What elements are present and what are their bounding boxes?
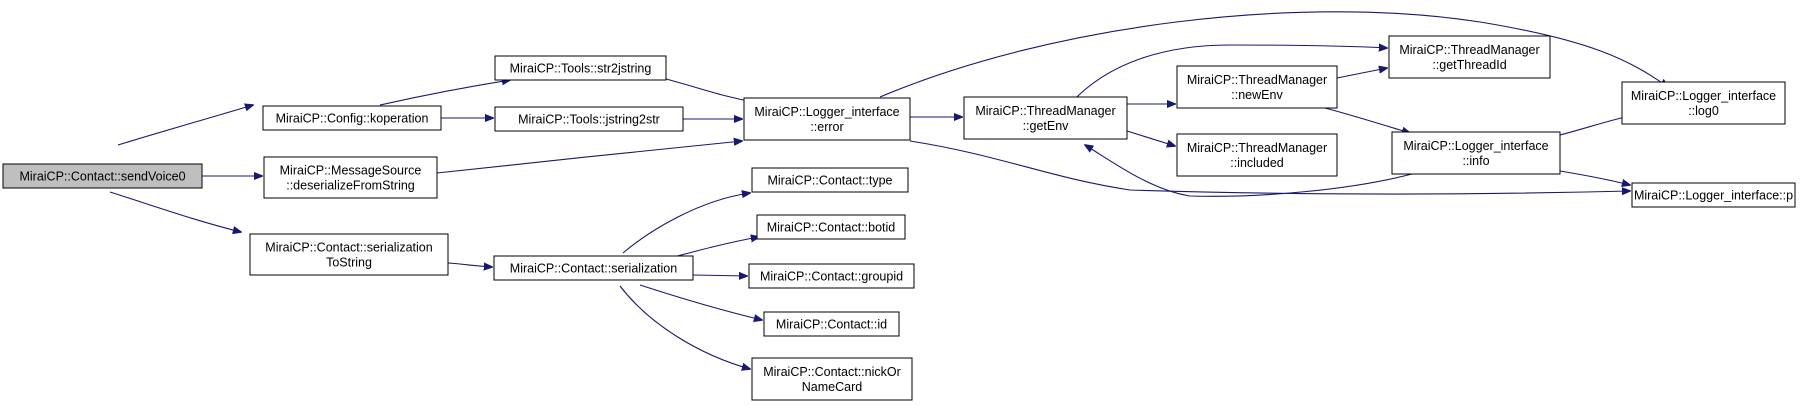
node-box bbox=[1621, 81, 1786, 125]
node-koperation[interactable]: MiraiCP::Config::koperation bbox=[262, 105, 442, 131]
edge-info-p bbox=[1559, 170, 1630, 185]
node-box bbox=[1176, 65, 1338, 109]
node-label-line: MiraiCP::Config::koperation bbox=[276, 112, 429, 126]
node-label-line: ::getThreadId bbox=[1432, 58, 1506, 72]
node-box bbox=[263, 156, 438, 199]
node-label-line: MiraiCP::Logger_interface::p bbox=[1634, 189, 1793, 203]
node-label-line: MiraiCP::Contact::type bbox=[767, 174, 892, 188]
node-label-line: NameCard bbox=[802, 380, 862, 394]
node-newenv[interactable]: MiraiCP::ThreadManager::newEnv bbox=[1176, 65, 1338, 109]
node-box bbox=[743, 97, 911, 141]
node-label-line: MiraiCP::ThreadManager bbox=[1399, 43, 1539, 57]
node-box bbox=[494, 106, 684, 132]
edge-sendvoice0-koperation bbox=[117, 105, 253, 146]
edge-getenv-getthreadid bbox=[1069, 45, 1387, 105]
node-label-line: MiraiCP::ThreadManager bbox=[1187, 73, 1327, 87]
node-label-line: ::included bbox=[1230, 156, 1284, 170]
node-label-line: ::log0 bbox=[1688, 104, 1719, 118]
node-included[interactable]: MiraiCP::ThreadManager::included bbox=[1176, 133, 1338, 177]
node-box bbox=[1176, 133, 1338, 177]
node-deserializefromstring[interactable]: MiraiCP::MessageSource::deserializeFromS… bbox=[263, 156, 438, 199]
node-box bbox=[2, 163, 203, 189]
node-label-line: MiraiCP::ThreadManager bbox=[1187, 141, 1327, 155]
edge-deserializefromstring-error bbox=[436, 141, 742, 174]
node-box bbox=[262, 105, 442, 131]
node-info[interactable]: MiraiCP::Logger_interface::info bbox=[1391, 131, 1561, 175]
node-box bbox=[756, 214, 906, 240]
node-box bbox=[1631, 182, 1796, 208]
edge-getenv-included bbox=[1126, 130, 1175, 146]
node-box bbox=[493, 255, 694, 281]
node-label-line: ::newEnv bbox=[1231, 88, 1283, 102]
node-box bbox=[963, 96, 1128, 140]
node-box bbox=[751, 357, 913, 401]
node-label-line: ::deserializeFromString bbox=[286, 179, 415, 193]
edge-error-p bbox=[909, 140, 1630, 194]
node-botid[interactable]: MiraiCP::Contact::botid bbox=[756, 214, 906, 240]
edge-koperation-str2jstring bbox=[379, 80, 510, 106]
edge-sendvoice0-serializationtostring bbox=[109, 191, 241, 232]
edge-serialization-botid bbox=[669, 237, 759, 259]
edge-serialization-id bbox=[639, 284, 762, 320]
nodes: MiraiCP::Contact::sendVoice0 MiraiCP::Co… bbox=[2, 35, 1796, 401]
edge-serialization-type bbox=[622, 193, 750, 254]
edge-info-getenv bbox=[1085, 145, 1413, 197]
node-box bbox=[1391, 131, 1561, 175]
node-label-line: MiraiCP::Contact::botid bbox=[767, 221, 896, 235]
node-label-line: MiraiCP::Logger_interface bbox=[1403, 139, 1548, 153]
edge-newenv-info bbox=[1324, 107, 1410, 133]
node-label-line: MiraiCP::MessageSource bbox=[280, 164, 422, 178]
edge-error-log0 bbox=[879, 11, 1668, 98]
node-label-line: MiraiCP::Tools::str2jstring bbox=[510, 62, 652, 76]
node-box bbox=[249, 233, 449, 276]
node-getthreadid[interactable]: MiraiCP::ThreadManager::getThreadId bbox=[1388, 35, 1551, 79]
node-sendvoice0[interactable]: MiraiCP::Contact::sendVoice0 bbox=[2, 163, 203, 189]
node-label-line: ::getEnv bbox=[1023, 119, 1070, 133]
edge-serialization-groupid bbox=[692, 275, 747, 276]
node-error[interactable]: MiraiCP::Logger_interface::error bbox=[743, 97, 911, 141]
node-label-line: MiraiCP::Logger_interface bbox=[754, 105, 899, 119]
node-label-line: MiraiCP::Contact::serialization bbox=[510, 262, 677, 276]
edges bbox=[109, 11, 1668, 369]
node-p[interactable]: MiraiCP::Logger_interface::p bbox=[1631, 182, 1796, 208]
edge-serialization-nickornamecard bbox=[619, 285, 750, 369]
node-box bbox=[748, 263, 915, 289]
node-box bbox=[1388, 35, 1551, 79]
edge-serializationtostring-serialization bbox=[447, 263, 492, 267]
node-log0[interactable]: MiraiCP::Logger_interface::log0 bbox=[1621, 81, 1786, 125]
node-label-line: MiraiCP::Contact::serialization bbox=[265, 241, 432, 255]
node-label-line: MiraiCP::Logger_interface bbox=[1631, 89, 1776, 103]
node-box bbox=[494, 55, 667, 81]
node-label-line: MiraiCP::Contact::sendVoice0 bbox=[19, 170, 185, 184]
node-jstring2str[interactable]: MiraiCP::Tools::jstring2str bbox=[494, 106, 684, 132]
node-str2jstring[interactable]: MiraiCP::Tools::str2jstring bbox=[494, 55, 667, 81]
node-getenv[interactable]: MiraiCP::ThreadManager::getEnv bbox=[963, 96, 1128, 140]
node-label-line: MiraiCP::Contact::nickOr bbox=[763, 365, 901, 379]
node-serialization[interactable]: MiraiCP::Contact::serialization bbox=[493, 255, 694, 281]
node-type[interactable]: MiraiCP::Contact::type bbox=[751, 167, 909, 193]
node-label-line: MiraiCP::Tools::jstring2str bbox=[518, 113, 660, 127]
node-groupid[interactable]: MiraiCP::Contact::groupid bbox=[748, 263, 915, 289]
edge-newenv-getthreadid bbox=[1336, 68, 1387, 79]
node-box bbox=[751, 167, 909, 193]
node-label-line: ::info bbox=[1462, 154, 1489, 168]
node-label-line: ToString bbox=[326, 256, 372, 270]
node-id[interactable]: MiraiCP::Contact::id bbox=[763, 311, 900, 337]
node-label-line: ::error bbox=[810, 120, 843, 134]
node-label-line: MiraiCP::Contact::groupid bbox=[760, 270, 903, 284]
node-label-line: MiraiCP::ThreadManager bbox=[975, 104, 1115, 118]
node-label-line: MiraiCP::Contact::id bbox=[776, 318, 887, 332]
node-box bbox=[763, 311, 900, 337]
